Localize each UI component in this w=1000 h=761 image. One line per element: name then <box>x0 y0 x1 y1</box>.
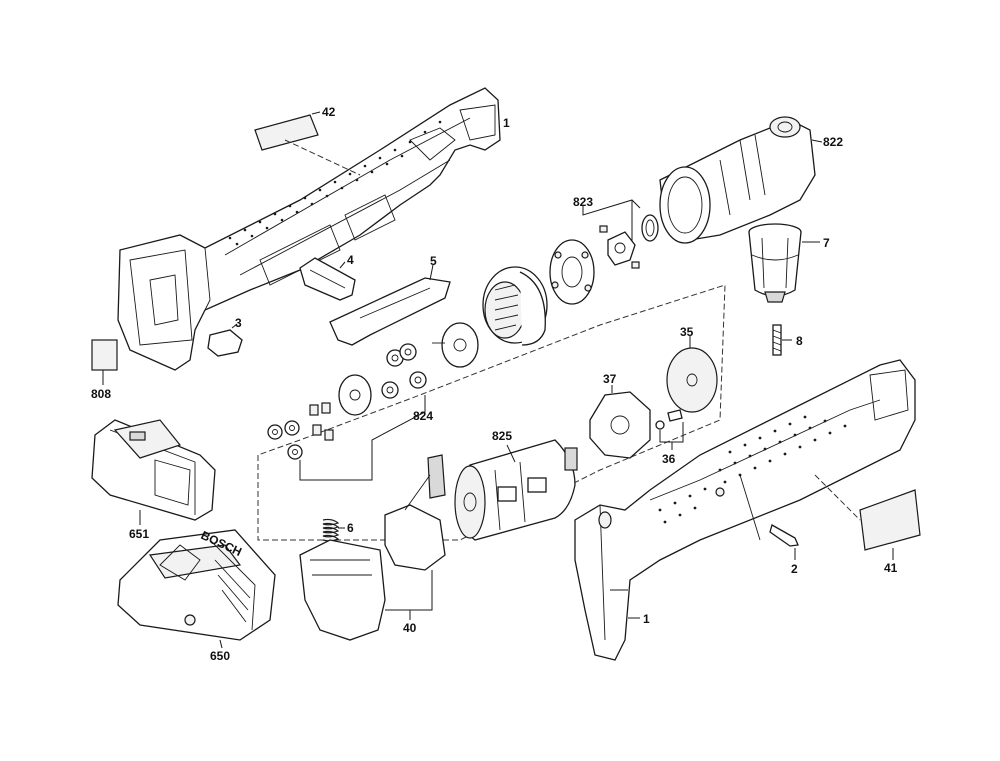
screws-36 <box>655 409 684 450</box>
label-42: 42 <box>322 105 336 119</box>
label-825: 825 <box>492 429 512 443</box>
small-block <box>207 323 243 357</box>
label-823: 823 <box>573 195 593 209</box>
gear-carrier-823 <box>549 199 641 305</box>
label-824: 824 <box>413 409 433 423</box>
label-plate-808 <box>91 339 118 385</box>
planet-gears <box>267 343 427 460</box>
spring <box>322 518 345 542</box>
planet-carrier-2 <box>338 374 372 416</box>
chuck-screw <box>772 324 792 356</box>
label-4: 4 <box>347 253 354 267</box>
gearbox-outline <box>257 284 726 541</box>
housing-screw <box>769 524 799 560</box>
planet-carrier-1 <box>432 322 479 368</box>
angle-head-assembly <box>659 116 823 244</box>
label-8: 8 <box>796 334 803 348</box>
switch-lever <box>299 257 356 301</box>
label-808: 808 <box>91 387 111 401</box>
label-7: 7 <box>823 236 830 250</box>
clutch-carrier <box>589 385 651 459</box>
label-plate-42 <box>254 111 361 176</box>
thrust-washer <box>666 335 718 413</box>
switch-module <box>299 454 446 641</box>
ring-gear <box>482 266 548 346</box>
label-2: 2 <box>791 562 798 576</box>
label-650: 650 <box>210 649 230 663</box>
housing-half-bottom <box>574 359 916 661</box>
label-1-top: 1 <box>503 116 510 130</box>
housing-half-top <box>117 87 501 371</box>
label-1-bottom: 1 <box>643 612 650 626</box>
battery-pack <box>91 419 216 525</box>
label-6: 6 <box>347 521 354 535</box>
label-35: 35 <box>680 325 694 339</box>
motor <box>454 439 578 541</box>
label-41: 41 <box>884 561 898 575</box>
slide-switch <box>329 264 451 346</box>
label-822: 822 <box>823 135 843 149</box>
label-37: 37 <box>603 372 617 386</box>
label-40: 40 <box>403 621 417 635</box>
bracket-824 <box>299 395 426 481</box>
label-plate-41 <box>814 474 921 560</box>
label-5: 5 <box>430 254 437 268</box>
label-651: 651 <box>129 527 149 541</box>
keyless-chuck <box>748 223 820 303</box>
label-3: 3 <box>235 316 242 330</box>
retaining-ring <box>641 214 659 242</box>
label-36: 36 <box>662 452 676 466</box>
battery-charger <box>117 529 276 649</box>
